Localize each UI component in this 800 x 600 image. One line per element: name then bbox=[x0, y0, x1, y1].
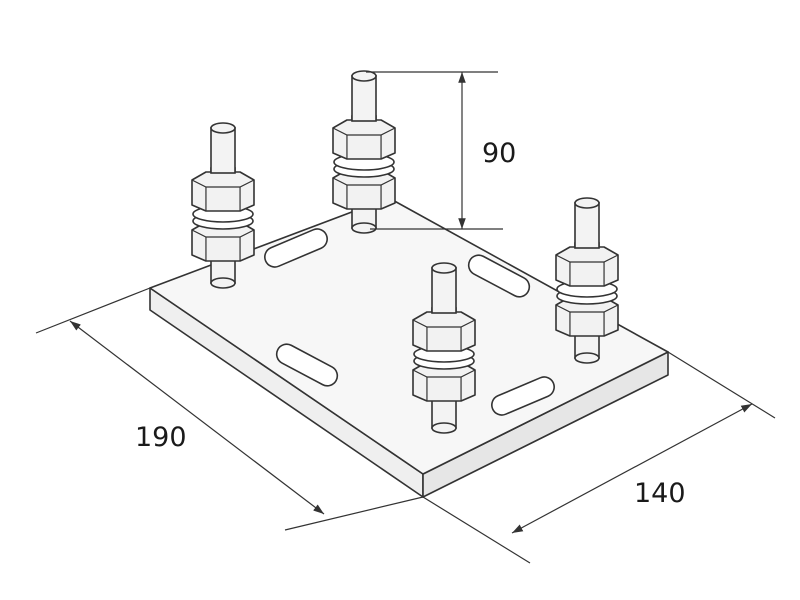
length-label: 190 bbox=[135, 422, 187, 453]
nut-top-edge bbox=[332, 177, 396, 186]
extension-line bbox=[35, 287, 151, 334]
stud-base bbox=[210, 277, 236, 289]
stud-base bbox=[431, 422, 457, 434]
nut-top-edge bbox=[555, 254, 619, 263]
stud-rod-top bbox=[210, 127, 236, 174]
stud-tip bbox=[574, 197, 600, 209]
hex-nut bbox=[555, 246, 619, 287]
height-label: 90 bbox=[482, 138, 516, 169]
dimension-line bbox=[69, 320, 325, 515]
nut-top-edge bbox=[191, 229, 255, 238]
nut-top-edge bbox=[412, 319, 476, 328]
slot bbox=[264, 228, 328, 268]
width-dimension: 140 bbox=[422, 351, 776, 564]
hex-nut bbox=[412, 311, 476, 352]
hex-nut bbox=[332, 119, 396, 160]
nut-top-edge bbox=[412, 369, 476, 378]
stud-assembly bbox=[412, 262, 476, 434]
stud-tip bbox=[210, 122, 236, 134]
stud-base bbox=[351, 222, 377, 234]
hex-nut bbox=[191, 171, 255, 212]
length-dimension: 190 bbox=[35, 287, 424, 531]
stud-rod-top bbox=[351, 75, 377, 122]
extension-line bbox=[422, 496, 531, 564]
stud-rod-top bbox=[574, 202, 600, 249]
width-label: 140 bbox=[634, 478, 686, 509]
nut-top-edge bbox=[191, 179, 255, 188]
nut-top-edge bbox=[332, 127, 396, 136]
extension-line bbox=[667, 351, 776, 419]
height-dimension: 90 bbox=[366, 71, 516, 230]
stud-assembly bbox=[555, 197, 619, 364]
stud-assembly bbox=[191, 122, 255, 289]
stud-tip bbox=[351, 70, 377, 82]
stud-assembly bbox=[332, 70, 396, 234]
extension-line bbox=[284, 496, 424, 531]
slot bbox=[467, 254, 531, 298]
dimension-line bbox=[511, 403, 753, 534]
stud-rod-top bbox=[431, 267, 457, 314]
stud-base bbox=[574, 352, 600, 364]
nut-top-edge bbox=[555, 304, 619, 313]
threaded-studs bbox=[191, 70, 619, 434]
stud-tip bbox=[431, 262, 457, 274]
